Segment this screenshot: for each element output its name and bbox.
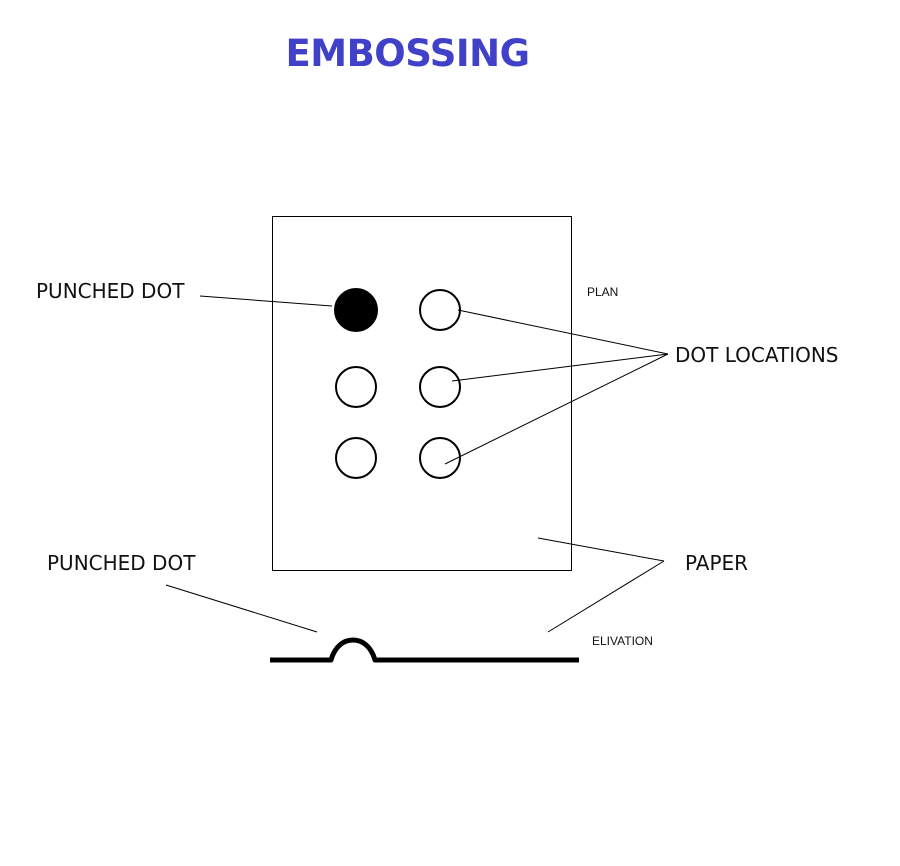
dot-location bbox=[335, 366, 377, 408]
punched-dot bbox=[334, 288, 378, 332]
punched-dot-elevation-leader bbox=[165, 584, 318, 633]
elevation-view-label: ELIVATION bbox=[592, 634, 653, 648]
punched-dot-plan-leader bbox=[199, 295, 333, 307]
dot-location bbox=[419, 366, 461, 408]
punched-dot-elevation-label: PUNCHED DOT bbox=[47, 551, 196, 575]
punched-dot-plan-label: PUNCHED DOT bbox=[36, 279, 185, 303]
paper-plan-rect bbox=[272, 216, 572, 571]
paper-leader-plan bbox=[537, 537, 665, 562]
diagram-title: EMBOSSING bbox=[285, 32, 531, 75]
dot-location bbox=[419, 437, 461, 479]
dot-locations-leader-top bbox=[457, 309, 669, 355]
dot-locations-leader-bottom bbox=[444, 353, 669, 465]
paper-elevation-profile bbox=[270, 637, 579, 663]
dot-locations-leader-middle bbox=[451, 353, 669, 382]
dot-location bbox=[419, 289, 461, 331]
dot-location bbox=[335, 437, 377, 479]
dot-locations-label: DOT LOCATIONS bbox=[675, 343, 839, 367]
paper-label: PAPER bbox=[685, 551, 749, 575]
paper-leader-elevation bbox=[547, 560, 665, 633]
plan-view-label: PLAN bbox=[587, 285, 619, 299]
braille-cell bbox=[334, 288, 461, 479]
